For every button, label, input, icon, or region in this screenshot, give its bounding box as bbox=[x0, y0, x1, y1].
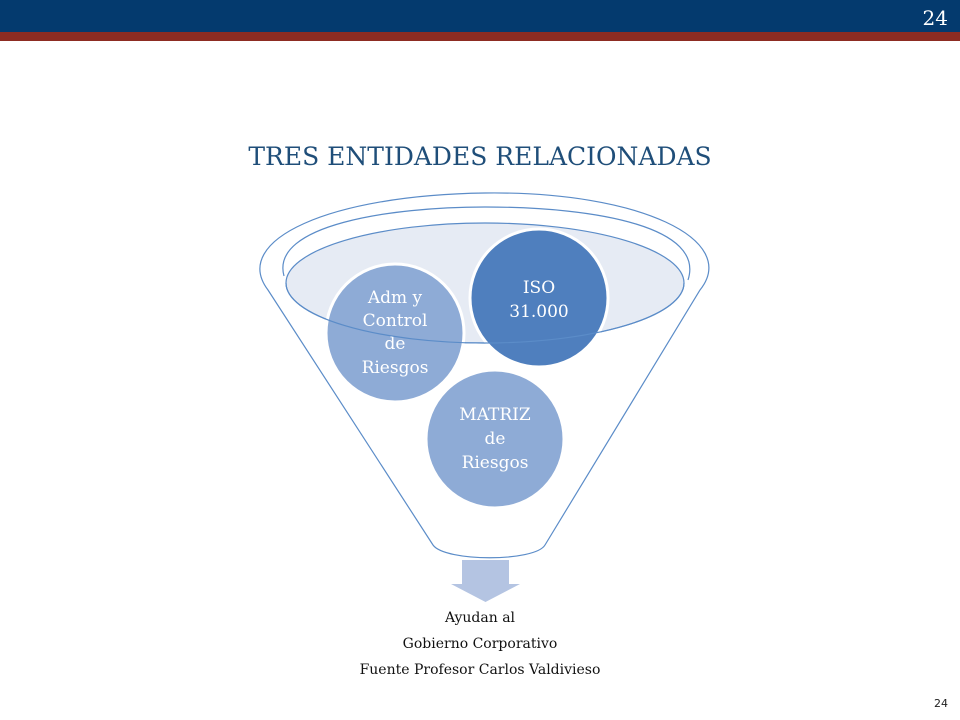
slide-title: TRES ENTIDADES RELACIONADAS bbox=[248, 142, 712, 171]
footer-page-number: 24 bbox=[934, 697, 948, 710]
down-arrow-icon bbox=[451, 560, 520, 602]
funnel-inner-rim bbox=[282, 206, 691, 281]
caption-line3: Fuente Profesor Carlos Valdivieso bbox=[359, 662, 601, 678]
matriz-label-line1: MATRIZ bbox=[459, 405, 531, 425]
header-stripe bbox=[0, 32, 960, 41]
caption-line1: Ayudan al bbox=[444, 610, 516, 626]
caption-line2: Gobierno Corporativo bbox=[402, 636, 558, 652]
adm-label-line3: de bbox=[385, 334, 406, 354]
matriz-circle bbox=[424, 368, 566, 510]
header-bar: 24 bbox=[0, 0, 960, 32]
adm-label-line2: Control bbox=[363, 311, 428, 331]
adm-label-line4: Riesgos bbox=[362, 358, 429, 378]
iso-label-line2: 31.000 bbox=[509, 302, 568, 322]
matriz-label-line2: de bbox=[485, 429, 506, 449]
iso-circle bbox=[468, 227, 610, 369]
adm-label-line1: Adm y bbox=[367, 288, 423, 308]
iso-label-line1: ISO bbox=[523, 278, 555, 298]
header-page-number: 24 bbox=[922, 6, 948, 30]
adm-control-circle bbox=[324, 262, 466, 404]
funnel-mouth-front bbox=[285, 282, 685, 344]
matriz-label-line3: Riesgos bbox=[462, 453, 529, 473]
